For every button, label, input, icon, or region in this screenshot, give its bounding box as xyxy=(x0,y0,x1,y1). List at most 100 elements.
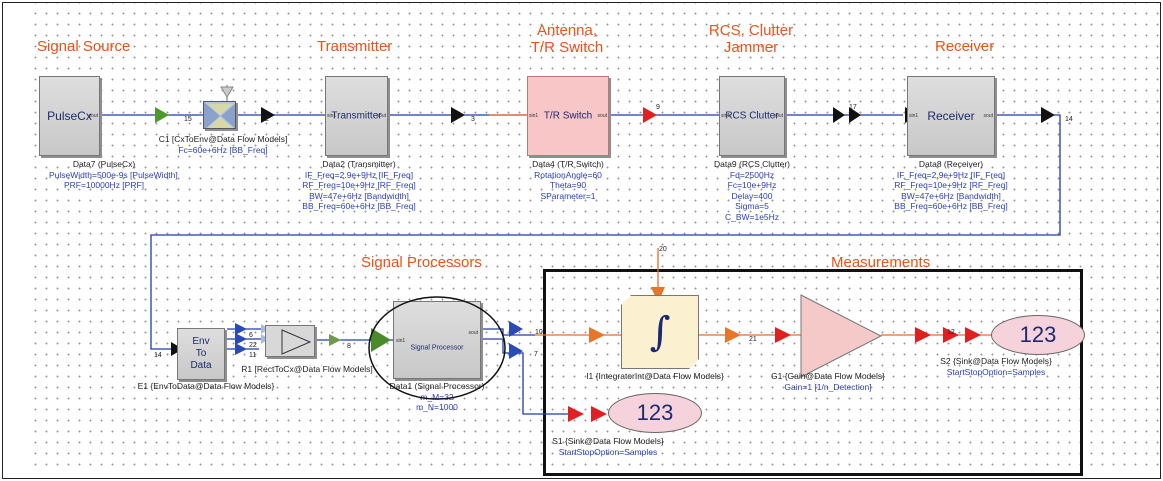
param-line: RF_Freq=10e+9Hz [RF_Freq] xyxy=(894,180,1008,190)
wire-label: 3 xyxy=(471,116,475,123)
wire-label: 7 xyxy=(534,351,538,358)
pin-out: sout xyxy=(88,113,98,119)
pin-out: sout xyxy=(983,113,993,119)
param-line: R1 [RectToCx@Data Flow Models] xyxy=(241,364,373,374)
param-line: Delay=400 xyxy=(731,190,773,201)
arrowhead xyxy=(849,107,861,123)
signal-processor-label: Signal Processor xyxy=(410,344,464,352)
arrowhead xyxy=(509,343,523,359)
signal-processor-block[interactable]: Signal Processor sin1 sout xyxy=(393,301,481,379)
param-line: m_N=1000 xyxy=(416,402,458,412)
param-line: SParameter=1 xyxy=(540,190,596,201)
tr-switch-label: T/R Switch xyxy=(543,110,593,122)
param-line: BB_Freq=60e+6Hz [BB_Freq] xyxy=(302,201,416,211)
arrowhead xyxy=(725,327,741,343)
arrowhead xyxy=(775,327,791,343)
rcs-clutter-block[interactable]: RCS Clutter sin1 sout xyxy=(719,76,785,156)
receiver-label: Receiver xyxy=(927,109,975,123)
wire-label: 9 xyxy=(656,104,660,111)
gain-block[interactable] xyxy=(799,293,885,379)
section-receiver: Receiver xyxy=(935,38,995,55)
param-line: I1 {IntegratorInt@Data Flow Models} xyxy=(586,371,724,381)
rect-to-cx-block[interactable] xyxy=(265,325,315,357)
section-rcs-clutter: RCS, Clutter Jammer xyxy=(708,22,794,56)
param-line: PulseWidth=500e-9s [PulseWidth] xyxy=(49,169,178,180)
pin-out: sout xyxy=(468,330,478,336)
param-line: C1 [CxToEnv@Data Flow Models] xyxy=(158,134,288,144)
sink-s2-params: S2 {Sink@Data Flow Models}StartStopOptio… xyxy=(931,356,1061,377)
param-line: Fc=10e+9Hz xyxy=(727,180,777,190)
env-to-data-params: E1 {EnvToData@Data Flow Models} xyxy=(131,381,281,392)
param-line: Fc=60e+6Hz [BB_Freq] xyxy=(178,144,268,155)
wire-label: 12 xyxy=(947,329,955,336)
param-line: G1 {Gain@Data Flow Models} xyxy=(771,371,885,381)
param-line: E1 {EnvToData@Data Flow Models} xyxy=(137,381,275,391)
transmitter-params: Data2 (Transmitter)IF_Freq=2.9e+9Hz [IF_… xyxy=(299,159,419,212)
cxtoenv-symbol xyxy=(204,102,235,128)
param-line: Sigma=5 xyxy=(735,201,769,211)
arrowhead xyxy=(591,406,607,422)
sink-s1[interactable]: 123 xyxy=(608,393,702,433)
arrowhead xyxy=(329,334,341,346)
param-line: Data8 (Receiver) xyxy=(918,159,984,169)
pulsecx-block[interactable]: PulseCx sout xyxy=(39,76,100,156)
arrowhead xyxy=(589,327,605,343)
arrowhead xyxy=(235,323,247,335)
param-line: Fd=2500Hz xyxy=(729,169,775,180)
wire-label: 17 xyxy=(849,104,857,111)
tr-switch-block[interactable]: T/R Switch sin1 sout xyxy=(527,76,609,156)
arrowhead xyxy=(643,107,657,123)
param-line: BW=47e+6Hz [Bandwidth] xyxy=(901,190,1001,201)
receiver-params: Data8 (Receiver)IF_Freq=2.9e+9Hz [IF_Fre… xyxy=(891,159,1011,212)
param-line: IF_Freq=2.9e+9Hz [IF_Freq] xyxy=(304,169,414,180)
receiver-block[interactable]: Receiver sin1 sout xyxy=(907,76,995,156)
arrowhead xyxy=(568,406,584,422)
pin-out: sout xyxy=(773,113,783,119)
section-antenna: Antenna, T/R Switch xyxy=(530,22,604,56)
wire-label: 14 xyxy=(1065,116,1073,123)
wire-label: 6 xyxy=(249,332,253,339)
arrowhead xyxy=(833,107,845,123)
integrator-block[interactable]: ∫ xyxy=(621,295,699,369)
cxtoenv-params: C1 [CxToEnv@Data Flow Models]Fc=60e+6Hz … xyxy=(153,134,293,155)
param-line: S2 {Sink@Data Flow Models} xyxy=(940,356,1052,366)
pulsecx-label: PulseCx xyxy=(47,109,92,123)
param-line: StartStopOption=Samples xyxy=(946,366,1046,377)
param-line: C_BW=1e5Hz xyxy=(724,211,780,222)
pin-out: sout xyxy=(376,113,386,119)
pin-in: sin1 xyxy=(327,113,337,119)
wire-label: 20 xyxy=(659,246,667,253)
param-line: Data2 (Transmitter) xyxy=(322,159,396,169)
wire-label: 10 xyxy=(535,329,543,336)
arrowhead xyxy=(371,328,391,352)
env-to-data-block[interactable]: Env To Data xyxy=(177,328,225,380)
arrowhead xyxy=(220,86,234,98)
pin-out: sout xyxy=(597,113,607,119)
arrowhead xyxy=(1041,107,1055,123)
arrowhead xyxy=(451,107,465,123)
pin-in: sin1 xyxy=(721,113,731,119)
section-measurements: Measurements xyxy=(831,254,931,271)
arrowhead xyxy=(509,321,523,337)
param-line: Theta=90 xyxy=(549,180,587,190)
arrowhead xyxy=(261,107,275,123)
section-signal-processors: Signal Processors xyxy=(361,254,482,271)
arrowhead xyxy=(155,107,169,123)
param-line: BW=47e+6Hz [Bandwidth] xyxy=(309,190,409,201)
pin-in: sin1 xyxy=(396,338,406,344)
param-line: S1 {Sink@Data Flow Models} xyxy=(552,436,664,446)
transmitter-block[interactable]: Transmitter sin1 sout xyxy=(325,76,388,156)
sink-s2[interactable]: 123 xyxy=(991,315,1085,355)
integral-icon: ∫ xyxy=(649,309,671,355)
env-to-data-label: Env To Data xyxy=(190,336,212,371)
wire-label: 15 xyxy=(184,116,192,123)
wire-label: 14 xyxy=(154,352,162,359)
cxtoenv-block[interactable] xyxy=(203,101,236,129)
param-line: RotationAngle=60 xyxy=(534,169,602,180)
arrowhead xyxy=(943,327,959,343)
integrator-params: I1 {IntegratorInt@Data Flow Models} xyxy=(565,371,745,382)
